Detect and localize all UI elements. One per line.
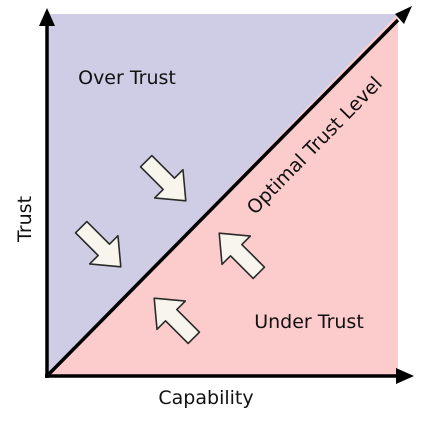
y-axis-arrowhead [39,8,55,26]
under-trust-label: Under Trust [254,311,364,333]
over-trust-label: Over Trust [78,67,176,89]
optimal-trust-line [45,18,400,378]
y-axis-label: Trust [14,196,36,243]
x-axis-arrowhead [396,368,414,384]
diagonal-arrowhead [395,6,412,24]
x-axis-label: Capability [158,387,253,409]
